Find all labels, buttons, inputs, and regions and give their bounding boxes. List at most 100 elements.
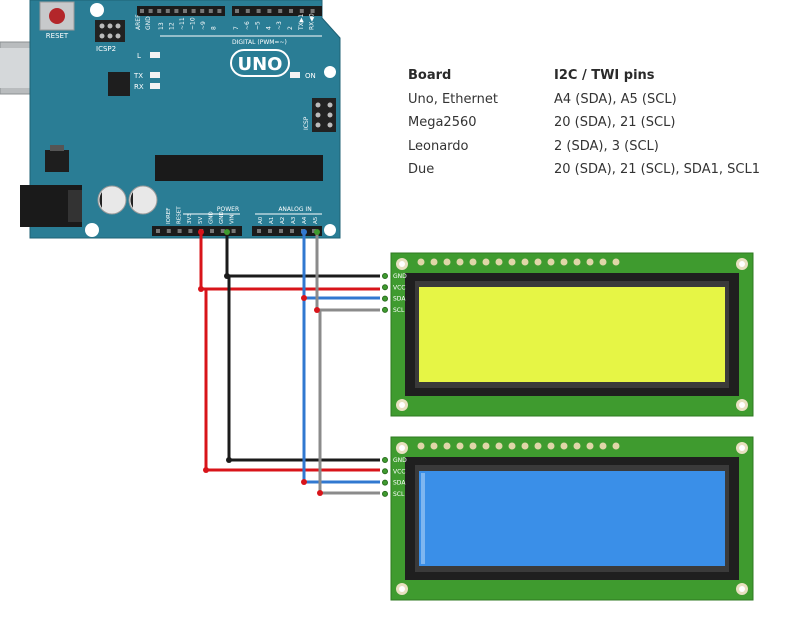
icsp2-label: ICSP2 (96, 45, 116, 53)
lcd-mount-hole-center (399, 586, 405, 592)
lcd-pin (382, 273, 388, 279)
lcd-mount-hole-center (399, 402, 405, 408)
digital-pin-label: ~9 (200, 21, 207, 30)
digital-pin-label: ~5 (255, 21, 262, 30)
wire-junction (198, 286, 204, 292)
digital-pin-label: 2 (287, 26, 294, 30)
wire-junction (301, 479, 307, 485)
icsp-label: ICSP (303, 116, 310, 130)
header-pin (140, 9, 144, 13)
digital-header-right (232, 6, 322, 16)
lcd-pin (382, 306, 388, 313)
digital-pin-label: ~10 (190, 17, 197, 30)
lcd-contact (560, 442, 568, 450)
wires (198, 229, 380, 496)
wire-junction (198, 229, 204, 235)
lcd-contact (443, 258, 451, 266)
digital-pin-label: 12 (169, 22, 176, 30)
reset-label: RESET (46, 32, 69, 40)
reset-button[interactable] (39, 1, 75, 31)
capacitor-2-stripe (130, 192, 133, 208)
digital-pin-label: RX◀0 (309, 13, 316, 30)
led-l (150, 52, 160, 58)
wire-junction (301, 295, 307, 301)
digital-pin-label: 13 (158, 22, 165, 30)
capacitor-1-stripe (99, 192, 102, 208)
lcd-contact (521, 258, 529, 266)
header-pin (191, 9, 196, 13)
lcd-pin-label: SCL (393, 307, 405, 314)
analog-pin-label: A4 (302, 216, 308, 224)
mount-hole (324, 66, 336, 78)
reset-button-cap[interactable] (49, 8, 65, 24)
lcd-contact (521, 442, 529, 450)
uno-logo-frame (230, 49, 290, 77)
lcd-mount-hole-center (399, 261, 405, 267)
header-pin (220, 229, 225, 233)
header-pin (208, 9, 213, 13)
board-pins: 2 (SDA), 3 (SCL) (554, 138, 659, 154)
header-pin (299, 9, 304, 13)
lcd-contact (599, 258, 607, 266)
lcd-pin (382, 468, 388, 475)
digital-pin-label: ~3 (276, 21, 283, 30)
lcd-contact (560, 258, 568, 266)
power-header (152, 226, 242, 236)
header-pins: I2C / TWI pins (554, 68, 655, 84)
led-tx-label: TX (133, 72, 143, 80)
table-row: Mega2560 20 (SDA), 21 (SCL) (408, 111, 760, 135)
analog-pin-label: A5 (313, 216, 319, 224)
analog-pin-label: A2 (280, 217, 286, 224)
header-pin (231, 229, 236, 233)
analog-pin-label: A0 (258, 216, 264, 224)
header-pin (245, 9, 250, 13)
lcd-contact (417, 258, 425, 266)
lcd-pin-label: VCC (393, 284, 405, 291)
atmega-chip (155, 155, 323, 181)
lcd-pin-label: SDA (393, 480, 406, 487)
mount-hole (85, 223, 99, 237)
led-l-label: L (137, 52, 141, 60)
header-pin (177, 229, 182, 233)
lcd-contact (573, 442, 581, 450)
lcd-contact (547, 258, 555, 266)
wire-scl-lcd2 (317, 308, 380, 495)
i2c-pin-table: Board I2C / TWI pins Uno, Ethernet A4 (S… (408, 64, 760, 182)
board-name: Leonardo (408, 138, 469, 154)
wire-junction (226, 457, 232, 463)
wire-junction (314, 229, 320, 235)
icsp-header (312, 98, 336, 132)
lcd-contact (469, 258, 477, 266)
digital-pin-label: ~6 (244, 21, 251, 30)
lcd-pin (382, 490, 388, 497)
header-pin (289, 9, 293, 13)
lcd-screen-highlight (421, 473, 425, 564)
lcd-pin (382, 284, 388, 291)
lcd-contact (612, 442, 620, 450)
lcd-contact (612, 258, 620, 266)
lcd-mount-hole-center (399, 445, 405, 451)
board-name: Mega2560 (408, 115, 477, 131)
lcd-contact (443, 442, 451, 450)
mount-hole (90, 3, 104, 17)
header-pin (183, 9, 187, 13)
power-pin-label: GND (208, 211, 214, 224)
header-pin (279, 229, 283, 233)
lcd-contact (469, 442, 477, 450)
lcd-pin (382, 479, 388, 486)
lcd-contact (430, 442, 438, 450)
lcd-mount-hole-center (739, 586, 745, 592)
digital-pin-label: 8 (211, 26, 218, 30)
power-pin-label: IOREF (166, 208, 172, 224)
board-pins: A4 (SDA), A5 (SCL) (554, 91, 677, 107)
mount-hole (324, 224, 336, 236)
lcd-pin-label: VCC (393, 468, 405, 475)
digital-pin-label: TX▶1 (298, 14, 305, 31)
digital-pin-label: 7 (233, 26, 240, 30)
lcd-contact (586, 258, 594, 266)
header-pin (148, 9, 153, 13)
lcd-contact (508, 258, 516, 266)
